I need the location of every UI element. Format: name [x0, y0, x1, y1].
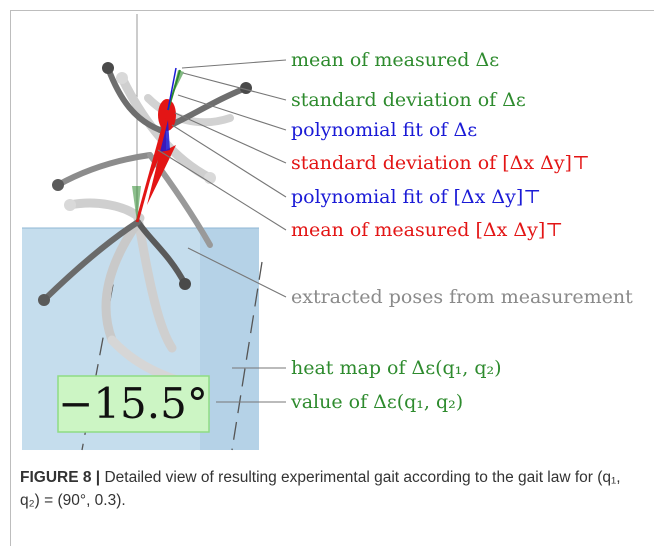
annotation-labels: mean of measured Δε standard deviation o…	[290, 49, 633, 413]
label-poly-xy: polynomial fit of [Δx Δy]⊤	[291, 186, 541, 208]
label-mean-epsilon: mean of measured Δε	[291, 49, 499, 71]
mean-xy-arrow	[135, 118, 176, 223]
label-extracted-poses: extracted poses from measurement	[291, 286, 633, 308]
gait-diagram: mean of measured Δε standard deviation o…	[22, 14, 633, 451]
label-mean-xy: mean of measured [Δx Δy]⊤	[291, 219, 563, 241]
value-box-text: −15.5°	[58, 379, 208, 428]
label-value: value of Δε(q₁, q₂)	[290, 391, 463, 413]
pointer-lines	[157, 59, 287, 403]
label-poly-epsilon: polynomial fit of Δε	[291, 119, 477, 141]
figure-top-rule	[10, 10, 654, 11]
caption-text: Detailed view of resulting experimental …	[20, 469, 621, 509]
label-std-xy: standard deviation of [Δx Δy]⊤	[291, 152, 590, 174]
figure-left-rule	[10, 10, 11, 546]
std-dev-xy-ellipse	[158, 99, 176, 131]
label-heat-map: heat map of Δε(q₁, q₂)	[291, 357, 502, 379]
epsilon-indicators	[132, 67, 184, 222]
value-box: −15.5°	[57, 375, 210, 433]
label-std-epsilon: standard deviation of Δε	[291, 89, 526, 111]
caption-label: FIGURE 8 |	[20, 469, 101, 486]
figure-caption: FIGURE 8 | Detailed view of resulting ex…	[20, 466, 640, 512]
